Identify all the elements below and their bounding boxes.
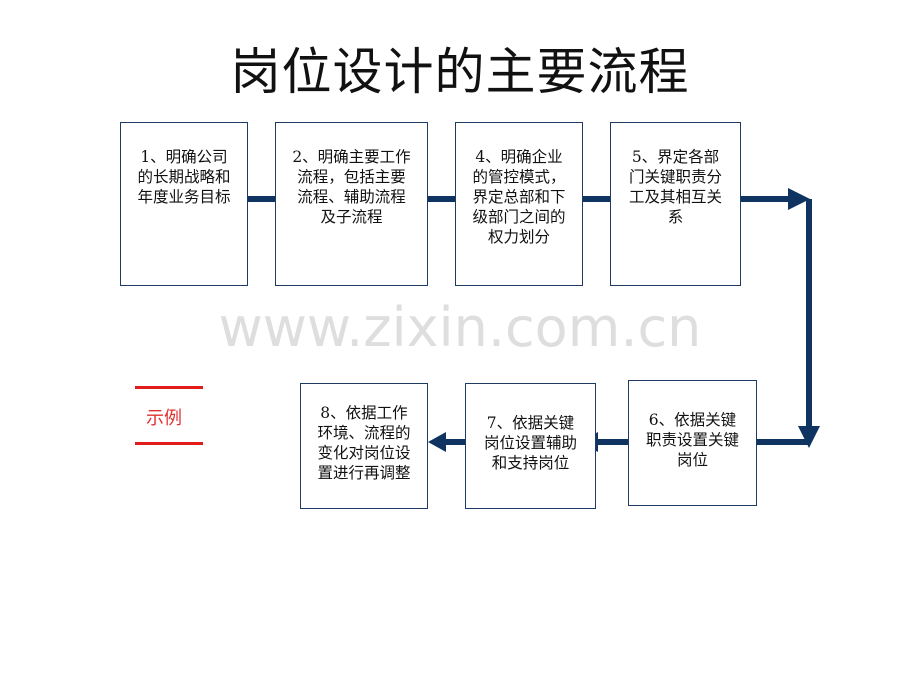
- example-label: 示例: [146, 408, 182, 429]
- page-title: 岗位设计的主要流程: [230, 43, 690, 101]
- step-text: 2、明确主要工作 流程，包括主要 流程、辅助流程 及子流程: [292, 148, 411, 226]
- step-text: 5、界定各部 门关键职责分 工及其相互关 系: [628, 148, 722, 226]
- step-box-7: 7、依据关键 岗位设置辅助 和支持岗位: [465, 383, 596, 509]
- example-bottom-rule: [135, 442, 203, 445]
- arrowhead-down: [798, 426, 820, 448]
- step-text: 4、明确企业 的管控模式， 界定总部和下 级部门之间的 权力划分: [472, 148, 566, 246]
- step-box-2: 2、明确主要工作 流程，包括主要 流程、辅助流程 及子流程: [275, 122, 428, 286]
- step-box-5: 5、界定各部 门关键职责分 工及其相互关 系: [610, 122, 741, 286]
- step-box-4: 4、明确企业 的管控模式， 界定总部和下 级部门之间的 权力划分: [455, 122, 583, 286]
- step-text: 8、依据工作 环境、流程的 变化对岗位设 置进行再调整: [317, 404, 411, 482]
- step-text: 6、依据关键 职责设置关键 岗位: [645, 411, 739, 469]
- watermark: www.zixin.com.cn: [218, 296, 702, 359]
- arrowhead-right: [788, 188, 810, 210]
- step-box-1: 1、明确公司 的长期战略和 年度业务目标: [120, 122, 248, 286]
- step-text: 1、明确公司 的长期战略和 年度业务目标: [137, 148, 231, 206]
- arrowhead-left-8: [428, 432, 446, 452]
- example-top-rule: [135, 386, 203, 389]
- step-box-6: 6、依据关键 职责设置关键 岗位: [628, 380, 757, 506]
- step-text: 7、依据关键 岗位设置辅助 和支持岗位: [483, 414, 577, 472]
- step-box-8: 8、依据工作 环境、流程的 变化对岗位设 置进行再调整: [300, 383, 428, 509]
